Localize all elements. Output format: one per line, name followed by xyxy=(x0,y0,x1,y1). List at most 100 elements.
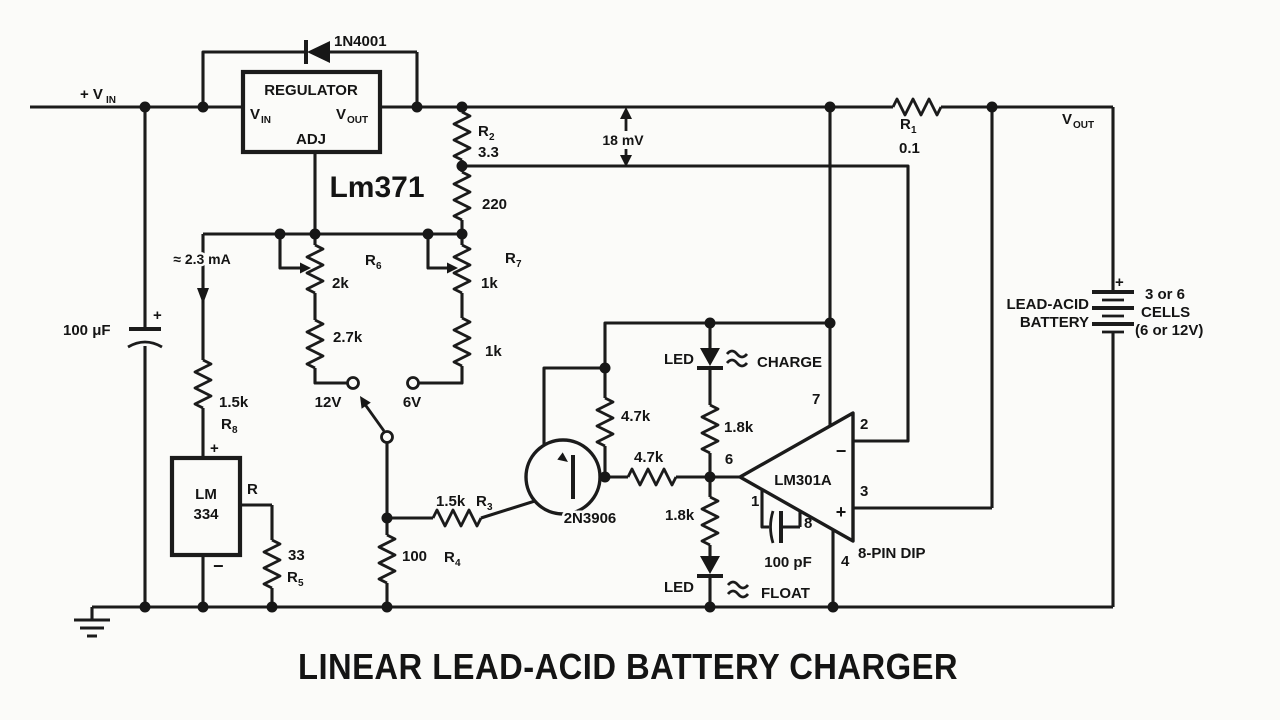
sense-arrow-down xyxy=(620,155,632,167)
resistor-charge-1k8 xyxy=(700,403,720,455)
junction-dot xyxy=(266,601,278,613)
charge-resistor-label: 1.8k xyxy=(724,419,754,436)
schematic-title: LINEAR LEAD-ACID BATTERY CHARGER xyxy=(298,646,958,687)
opamp-triangle xyxy=(738,411,855,543)
wire-r6-wiper xyxy=(278,234,300,270)
r6-sub: 6 xyxy=(376,261,382,272)
output-voltage-sub: OUT xyxy=(1073,120,1094,131)
r2-sub: 2 xyxy=(489,132,495,143)
junction-dots xyxy=(139,101,998,613)
junction-dot xyxy=(197,101,209,113)
charge-led-glow-icon xyxy=(725,349,749,368)
battery-cells-line2: CELLS xyxy=(1141,304,1190,321)
opamp-pin1: 1 xyxy=(751,493,759,510)
lm334-plus: + xyxy=(210,440,219,457)
r7-sub: 7 xyxy=(516,259,522,270)
input-cap-plate-bottom xyxy=(127,340,163,349)
resistor-r4 xyxy=(377,533,397,585)
r1-name: R xyxy=(900,116,911,133)
current-annotation: ≈ 2.3 mA xyxy=(173,251,230,267)
float-state-label: FLOAT xyxy=(761,585,810,602)
opamp-pin8: 8 xyxy=(804,515,812,532)
sense-arrow-up xyxy=(620,107,632,119)
wire-lm334-rpin xyxy=(240,503,274,607)
wire-pin3 xyxy=(853,107,994,510)
battery-short-plates xyxy=(1102,298,1124,334)
regulator-pin-in-sub: IN xyxy=(261,115,271,126)
float-resistor-label: 1.8k xyxy=(665,507,695,524)
resistor-float-1k8 xyxy=(700,495,720,547)
junction-dot xyxy=(704,471,716,483)
ground-symbol xyxy=(74,607,110,638)
r7-wiper-arrow xyxy=(447,262,458,274)
base-series-label: 4.7k xyxy=(634,449,664,466)
input-voltage-label: + V xyxy=(80,86,103,103)
sense-voltage-label: 18 mV xyxy=(602,132,644,148)
base-pullup-label: 4.7k xyxy=(621,408,651,425)
junction-dot xyxy=(411,101,423,113)
opamp-pin3: 3 xyxy=(860,483,868,500)
junction-dot xyxy=(704,601,716,613)
battery-cells-line3: (6 or 12V) xyxy=(1135,322,1203,339)
regulator-part-annotation: Lm371 xyxy=(329,171,424,204)
r6-value: 2k xyxy=(332,275,349,292)
junction-dot xyxy=(139,601,151,613)
switch-common-terminal xyxy=(380,430,394,444)
battery-plus: + xyxy=(1115,274,1124,291)
charge-state-label: CHARGE xyxy=(757,354,822,371)
junction-dot xyxy=(599,362,611,374)
opamp-part-label: LM301A xyxy=(774,472,832,489)
opamp-pin2: 2 xyxy=(860,416,868,433)
r3-value: 1.5k xyxy=(436,493,466,510)
components xyxy=(127,40,1134,599)
junction-dot xyxy=(827,601,839,613)
battery-cells-line1: 3 or 6 xyxy=(1145,286,1185,303)
labels: + V IN 1N4001 REGULATOR V IN V OUT ADJ L… xyxy=(63,33,1203,602)
resistor-r2 xyxy=(452,110,472,162)
r2-name: R xyxy=(478,123,489,140)
regulator-pin-out-sub: OUT xyxy=(347,115,368,126)
r220-value: 220 xyxy=(482,196,507,213)
r2-value: 3.3 xyxy=(478,144,499,161)
opamp-pin6: 6 xyxy=(725,451,733,468)
regulator-title: REGULATOR xyxy=(264,82,358,99)
junction-dot xyxy=(456,228,468,240)
r1-sub: 1 xyxy=(911,125,917,136)
opamp-pin7: 7 xyxy=(812,391,820,408)
charge-led-label: LED xyxy=(664,351,694,368)
switch-blade-arrow xyxy=(360,396,371,409)
resistor-r1 xyxy=(891,97,943,117)
resistor-r8 xyxy=(193,358,213,410)
wire-sense-line xyxy=(462,164,910,443)
junction-dot xyxy=(824,101,836,113)
junction-dot xyxy=(456,101,468,113)
regulator-pin-out: V xyxy=(336,106,346,123)
junction-dot xyxy=(381,512,393,524)
battery-name-line2: BATTERY xyxy=(1020,314,1089,331)
r5-name: R xyxy=(287,569,298,586)
wire-vplus-rail xyxy=(603,321,830,368)
wire-r6-chain xyxy=(313,234,348,385)
r2k7-value: 2.7k xyxy=(333,329,363,346)
input-voltage-sub: IN xyxy=(106,95,116,106)
switch-blade xyxy=(362,402,386,432)
junction-dot xyxy=(309,228,321,240)
opamp-noninverting-sign: + xyxy=(836,502,847,522)
resistor-220 xyxy=(452,170,472,222)
junction-dot xyxy=(456,160,468,172)
r7-name: R xyxy=(505,250,516,267)
opamp-pin4: 4 xyxy=(841,553,850,570)
switch-label-6v: 6V xyxy=(403,394,421,411)
junction-dot xyxy=(139,101,151,113)
switch-terminal-6v xyxy=(406,376,420,390)
r1-value: 0.1 xyxy=(899,140,920,157)
resistor-r6-pot xyxy=(305,243,325,295)
output-voltage-label: V xyxy=(1062,111,1072,128)
junction-dot xyxy=(599,471,611,483)
wire-r7-wiper xyxy=(426,234,447,270)
battery-icon xyxy=(1092,290,1134,334)
charge-led-icon xyxy=(700,348,720,366)
comp-cap-label: 100 pF xyxy=(764,554,812,571)
r7-value: 1k xyxy=(481,275,498,292)
